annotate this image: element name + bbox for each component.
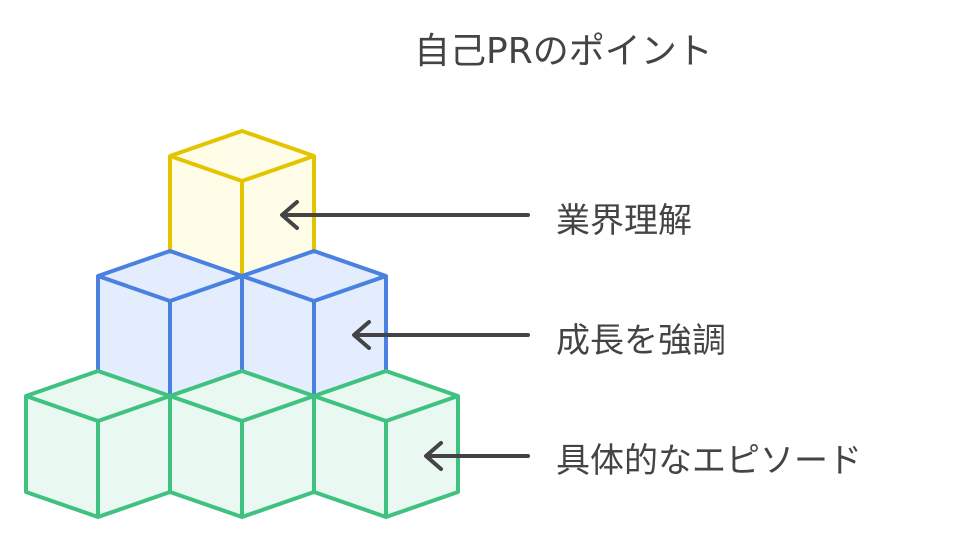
arrow-to-top-cube — [280, 200, 530, 230]
cube-bottom-left — [24, 369, 172, 519]
cube-middle-left — [96, 249, 244, 399]
label-emphasize-growth: 成長を強調 — [556, 321, 726, 361]
arrow-to-bottom-cube — [424, 441, 530, 471]
arrow-group — [280, 200, 530, 471]
cube-group — [24, 129, 460, 519]
diagram-title: 自己PRのポイント — [414, 31, 713, 72]
label-industry-understanding: 業界理解 — [556, 201, 692, 241]
cube-bottom-center — [168, 369, 316, 519]
cube-bottom-right — [312, 369, 460, 519]
label-concrete-episode: 具体的なエピソード — [556, 441, 862, 481]
arrow-to-middle-cube — [352, 320, 530, 350]
